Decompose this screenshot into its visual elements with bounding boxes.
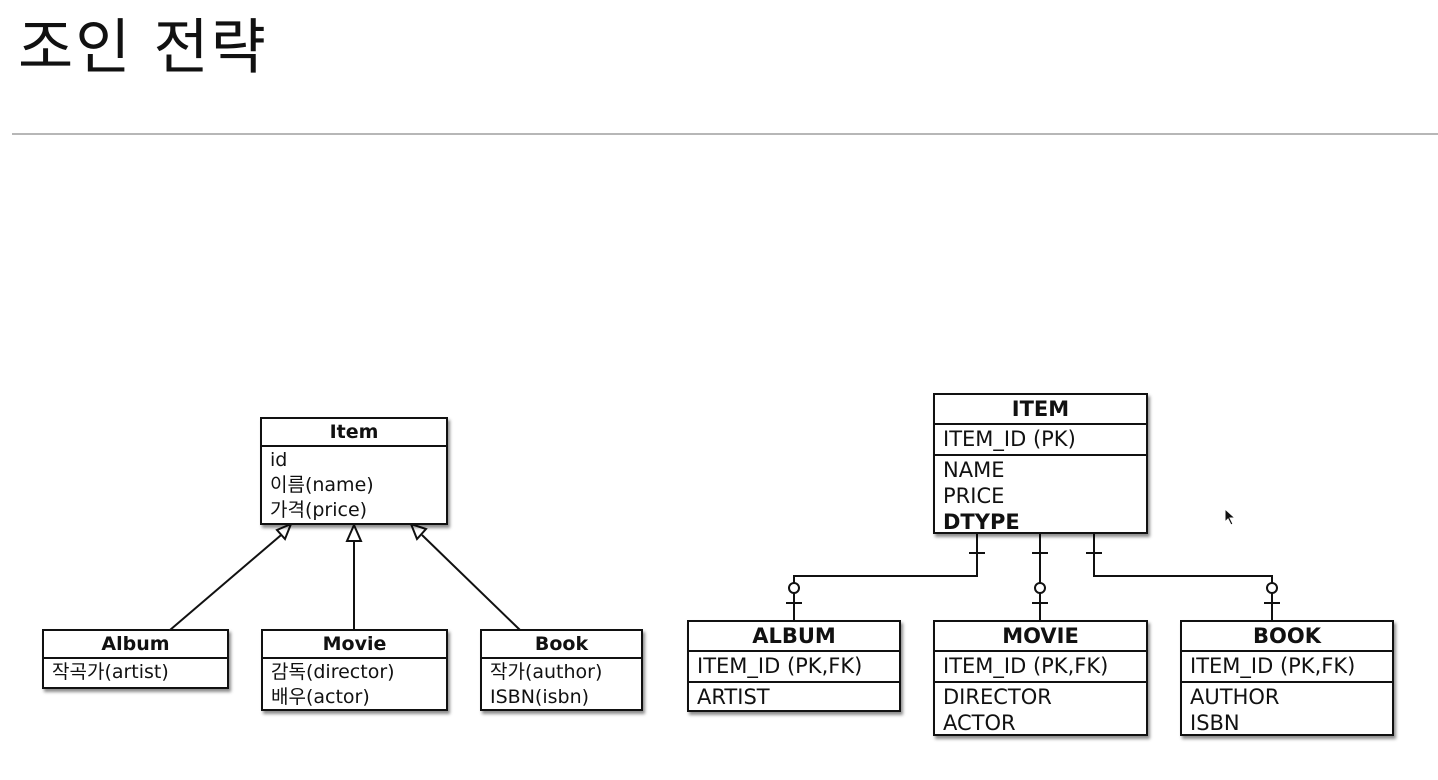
class-box-movie: Movie 감독(director) 배우(actor) bbox=[261, 629, 448, 711]
class-attribute: ISBN(isbn) bbox=[490, 686, 590, 708]
class-attributes: 작가(author) ISBN(isbn) bbox=[482, 659, 641, 710]
table-columns: ARTIST bbox=[689, 683, 899, 710]
class-attribute: 작가(author) bbox=[490, 661, 603, 683]
er-zero-mark-movie bbox=[1034, 582, 1046, 594]
table-name: MOVIE bbox=[935, 622, 1146, 652]
table-column: DIRECTOR bbox=[943, 685, 1052, 709]
table-box-item: ITEM ITEM_ID (PK) NAME PRICE DTYPE bbox=[933, 393, 1148, 534]
table-column: NAME bbox=[943, 458, 1005, 482]
title-divider bbox=[12, 133, 1438, 135]
class-box-item: Item id 이름(name) 가격(price) bbox=[260, 417, 448, 525]
table-columns: NAME PRICE DTYPE bbox=[935, 456, 1146, 535]
class-name: Album bbox=[44, 631, 227, 659]
table-column: AUTHOR bbox=[1190, 685, 1280, 709]
table-key: ITEM_ID (PK,FK) bbox=[935, 652, 1146, 683]
table-name: ITEM bbox=[935, 395, 1146, 425]
table-key: ITEM_ID (PK,FK) bbox=[1182, 652, 1392, 683]
class-name: Book bbox=[482, 631, 641, 659]
table-key-column: ITEM_ID (PK,FK) bbox=[1190, 654, 1356, 678]
class-name: Movie bbox=[263, 631, 446, 659]
class-attributes: id 이름(name) 가격(price) bbox=[262, 447, 446, 523]
table-columns: AUTHOR ISBN bbox=[1182, 683, 1392, 736]
class-attribute: id bbox=[270, 449, 288, 471]
page-title: 조인 전략 bbox=[18, 13, 268, 83]
inheritance-line-book bbox=[421, 534, 521, 631]
table-name: ALBUM bbox=[689, 622, 899, 652]
table-key: ITEM_ID (PK) bbox=[935, 425, 1146, 456]
table-column: ISBN bbox=[1190, 711, 1240, 735]
table-column: ACTOR bbox=[943, 711, 1016, 735]
er-relationship-album bbox=[793, 533, 978, 620]
table-box-album: ALBUM ITEM_ID (PK,FK) ARTIST bbox=[687, 620, 901, 712]
inheritance-arrowhead-book bbox=[409, 522, 428, 541]
mouse-cursor-icon bbox=[1224, 508, 1236, 526]
table-column: ARTIST bbox=[697, 685, 770, 709]
table-name: BOOK bbox=[1182, 622, 1392, 652]
table-key-column: ITEM_ID (PK,FK) bbox=[697, 654, 863, 678]
table-key-column: ITEM_ID (PK) bbox=[943, 427, 1076, 451]
er-zero-mark-book bbox=[1266, 582, 1278, 594]
table-key: ITEM_ID (PK,FK) bbox=[689, 652, 899, 683]
inheritance-arrowhead-album bbox=[275, 522, 293, 541]
table-key-column: ITEM_ID (PK,FK) bbox=[943, 654, 1109, 678]
class-box-book: Book 작가(author) ISBN(isbn) bbox=[480, 629, 643, 711]
class-name: Item bbox=[262, 419, 446, 447]
table-column-discriminator: DTYPE bbox=[943, 510, 1020, 534]
class-attribute: 이름(name) bbox=[270, 474, 374, 496]
class-attribute: 작곡가(artist) bbox=[52, 661, 169, 683]
table-columns: DIRECTOR ACTOR bbox=[935, 683, 1146, 736]
class-attribute: 배우(actor) bbox=[271, 686, 370, 708]
inheritance-line-album bbox=[169, 529, 288, 631]
class-attributes: 감독(director) 배우(actor) bbox=[263, 659, 446, 710]
class-box-album: Album 작곡가(artist) bbox=[42, 629, 229, 689]
table-box-movie: MOVIE ITEM_ID (PK,FK) DIRECTOR ACTOR bbox=[933, 620, 1148, 736]
table-box-book: BOOK ITEM_ID (PK,FK) AUTHOR ISBN bbox=[1180, 620, 1394, 736]
class-attributes: 작곡가(artist) bbox=[44, 659, 227, 685]
er-zero-mark-album bbox=[788, 582, 800, 594]
class-attribute: 가격(price) bbox=[270, 499, 368, 521]
table-column: PRICE bbox=[943, 484, 1005, 508]
inheritance-arrowhead-movie bbox=[345, 522, 363, 542]
er-relationship-book bbox=[1093, 533, 1273, 620]
class-attribute: 감독(director) bbox=[271, 661, 395, 683]
